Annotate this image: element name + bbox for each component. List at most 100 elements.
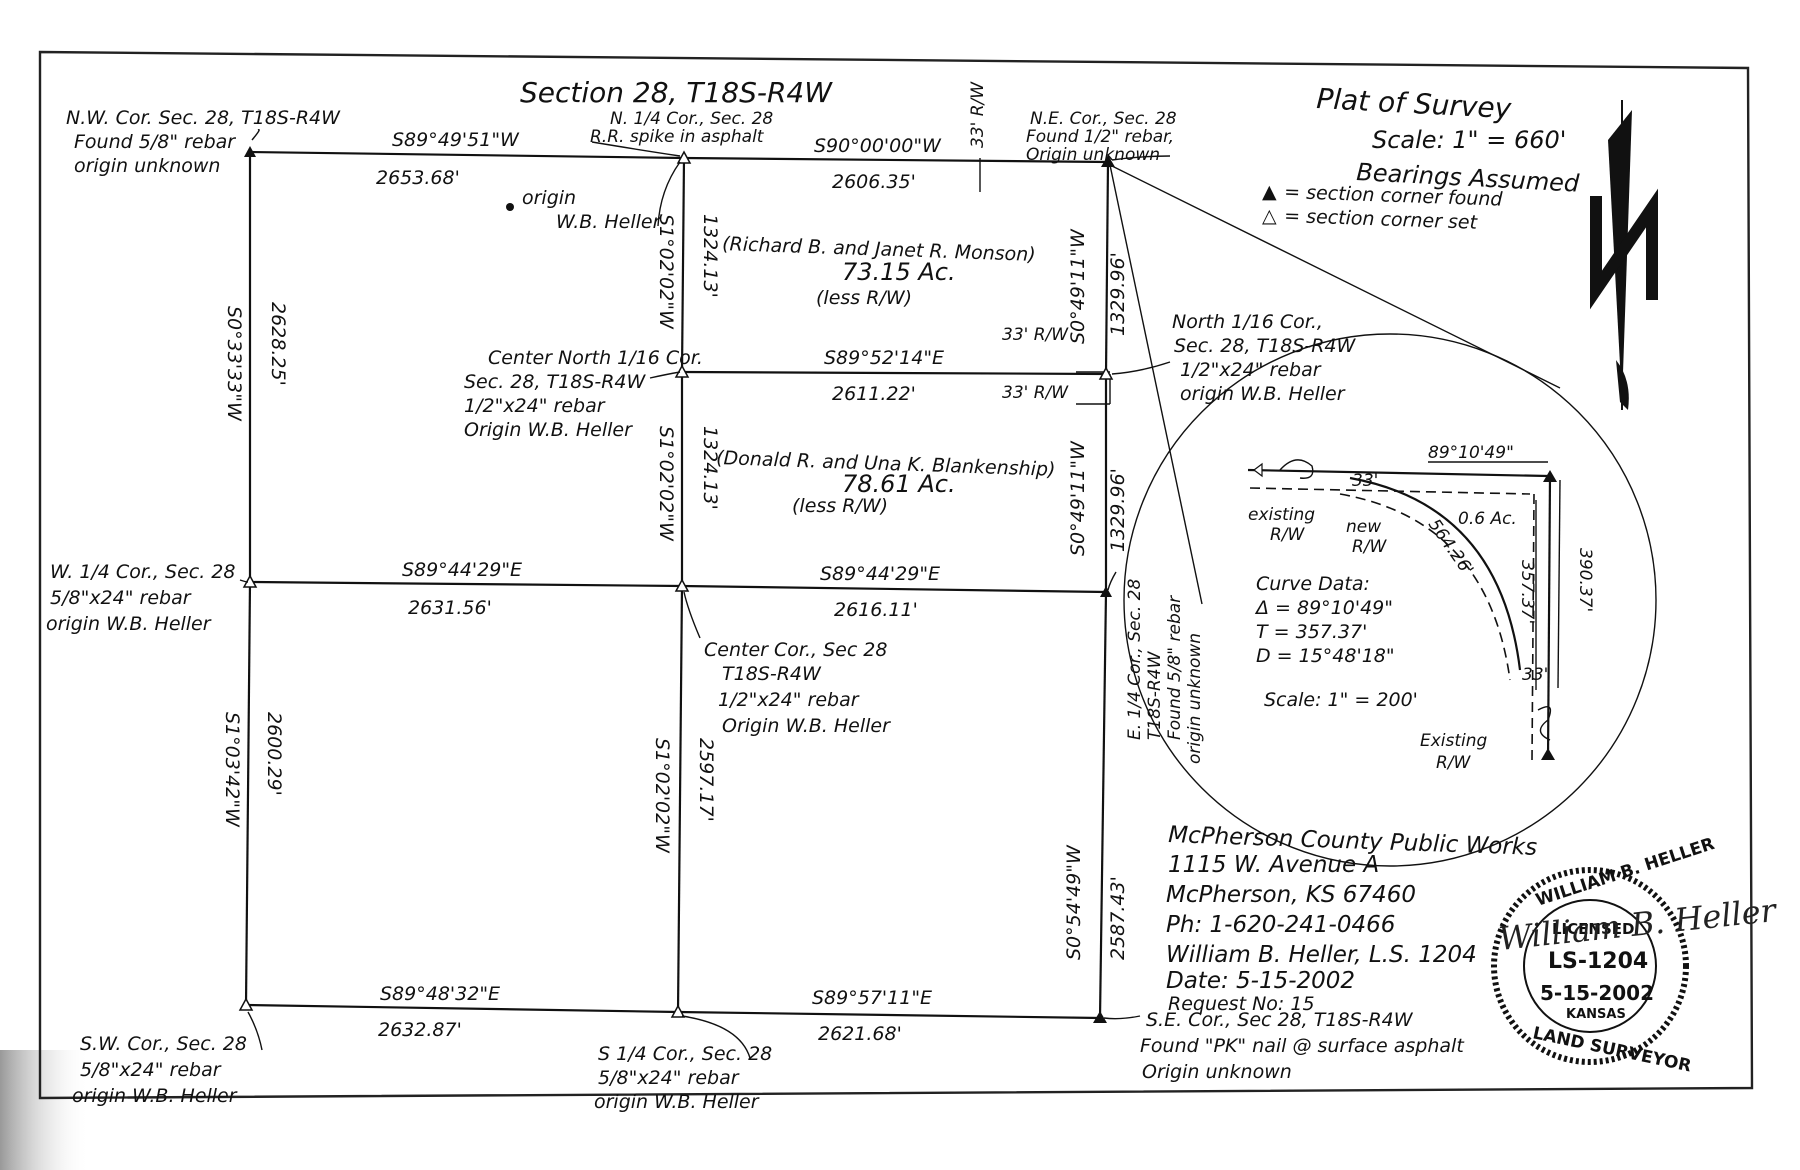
west-n-bearing: S0°33'33"W [223, 306, 245, 422]
w-quarter-label-3: origin W.B. Heller [46, 613, 212, 635]
center-leader [683, 591, 701, 639]
nw-corner-found-marker [244, 146, 256, 157]
west-n-dist: 2628.25' [267, 302, 289, 386]
center-line-south [676, 585, 684, 1013]
e-quarter-leader [1107, 571, 1117, 591]
row-label-mid-1: 33' R/W [1002, 325, 1069, 345]
east-line-north-1 [1104, 161, 1110, 375]
legend-found-symbol: ▲ [1262, 181, 1277, 203]
center-corner-label-4: Origin W.B. Heller [722, 715, 891, 737]
detail-existing-row-bottom-1: Existing [1420, 731, 1488, 751]
n-quarter-leader [591, 141, 681, 157]
w-quarter-label-1: W. 1/4 Cor., Sec. 28 [50, 561, 235, 583]
mid-s-bearing: S1°02'02"W [651, 738, 673, 854]
detail-existing-row-bottom-2: R/W [1436, 753, 1472, 773]
se-corner-label-3: Origin unknown [1142, 1061, 1292, 1083]
origin-note-2: W.B. Heller [556, 211, 662, 233]
line-labels-vertical: S0°33'33"W 2628.25' S1°03'42"W 2600.29' … [221, 214, 1129, 960]
east-n2-dist: 1329.96' [1107, 468, 1129, 552]
se-corner-label-1: S.E. Cor., Sec 28, T18S-R4W [1146, 1009, 1414, 1031]
north-16-corner-set-marker [1098, 366, 1114, 380]
w-quarter-leader [239, 579, 249, 583]
origin-dot-icon [506, 203, 514, 211]
legend-set-symbol: △ [1262, 205, 1277, 227]
center-corner-label-2: T18S-R4W [722, 663, 822, 685]
curve-data-t: T = 357.37' [1256, 621, 1367, 643]
curve-detail: 89°10'49" 33' 33' existing R/W new R/W 0… [1123, 333, 1657, 867]
detail-cone-lower [1109, 164, 1203, 605]
detail-row-curl [1279, 459, 1314, 479]
ne-leader [1111, 155, 1171, 161]
detail-scale: Scale: 1" = 200' [1264, 689, 1418, 711]
south-line-west [245, 1003, 679, 1014]
sw-leader [247, 1011, 263, 1051]
e-quarter-label-4: origin unknown [1185, 633, 1205, 764]
seal-number: LS-1204 [1548, 949, 1648, 974]
west-s-dist: 2600.29' [263, 712, 285, 796]
detail-circle [1123, 333, 1657, 867]
ne-corner-found-marker [1101, 155, 1115, 167]
east-s-dist: 2587.43' [1107, 876, 1129, 960]
center-north-16-leader [649, 371, 681, 379]
center-north-16-label-4: Origin W.B. Heller [464, 419, 633, 441]
quarter-line-west [249, 580, 683, 588]
row-labels: 33' R/W 33' R/W 33' R/W [968, 81, 1069, 403]
office-info: McPherson County Public Works 1115 W. Av… [1166, 822, 1538, 1015]
mid-e-dist: 2616.11' [834, 599, 918, 621]
detail-tangent: 357.37' [1517, 560, 1537, 624]
e-quarter-corner-found-marker [1100, 586, 1112, 597]
west-s-bearing: S1°03'42"W [221, 712, 243, 828]
row-label-mid-2: 33' R/W [1002, 383, 1069, 403]
section-lines [244, 150, 1111, 1020]
south-w-bearing: S89°48'32"E [380, 983, 500, 1005]
north-16-label-3: 1/2"x24" rebar [1180, 359, 1322, 381]
north-arrow-icon [1590, 100, 1658, 410]
s-quarter-label-3: origin W.B. Heller [594, 1091, 760, 1113]
seal-state: KANSAS [1566, 1007, 1626, 1022]
center-line-north-1 [680, 157, 686, 373]
detail-set-marker [1253, 462, 1263, 478]
section-title: Section 28, T18S-R4W [520, 76, 833, 109]
sheet-border [38, 50, 1754, 1100]
office-line-7: Request No: 15 [1168, 993, 1315, 1015]
detail-area: 0.6 Ac. [1458, 509, 1517, 529]
e-quarter-label-1: E. 1/4 Cor., Sec. 28 [1125, 579, 1145, 740]
north-e-dist: 2606.35' [832, 171, 916, 193]
plat-title: Plat of Survey [1316, 82, 1513, 125]
nw-corner-label-1: N.W. Cor. Sec. 28, T18S-R4W [66, 107, 341, 129]
detail-existing-row-2: R/W [1270, 525, 1306, 545]
tract-2-area: 78.61 Ac. [842, 470, 956, 498]
n-quarter-label-2: R.R. spike in asphalt [590, 127, 765, 147]
se-corner-label-2: Found "PK" nail @ surface asphalt [1140, 1035, 1465, 1057]
se-leader [1103, 1015, 1141, 1020]
s-quarter-leader [681, 1015, 751, 1059]
north-w-bearing: S89°49'51"W [392, 129, 520, 151]
legend: ▲ = section corner found △ = section cor… [1262, 181, 1504, 234]
ne-corner-label-3: Origin unknown [1026, 145, 1160, 165]
south-w-dist: 2632.87' [378, 1019, 462, 1041]
mid-e-bearing: S89°44'29"E [820, 563, 940, 585]
nw-corner-label-3: origin unknown [74, 155, 220, 177]
curve-data-delta: Δ = 89°10'49" [1254, 597, 1393, 619]
plat-scale: Scale: 1" = 660' [1372, 126, 1566, 154]
south-line-east [677, 1010, 1101, 1020]
seal-licensed: LICENSED [1552, 920, 1634, 938]
north-line-east [683, 156, 1109, 164]
mid-w-dist: 2631.56' [408, 597, 492, 619]
seal-role: LAND SURVEYOR [1531, 1023, 1693, 1076]
detail-new-row-line [1249, 487, 1531, 495]
detail-found-marker [1543, 470, 1557, 482]
office-line-5: William B. Heller, L.S. 1204 [1166, 942, 1477, 968]
quarter-line-east [681, 584, 1107, 594]
mid-n1-bearing: S1°02'02"W [655, 214, 677, 330]
east-n2-bearing: S0°49'11"W [1067, 440, 1089, 556]
mid-n2-dist: 1324.13' [699, 426, 721, 510]
south-e-bearing: S89°57'11"E [812, 987, 932, 1009]
detail-east-row-dashed [1531, 493, 1535, 761]
n-quarter-label-1: N. 1/4 Cor., Sec. 28 [610, 109, 773, 129]
west-line-south [244, 581, 252, 1006]
row-label-north: 33' R/W [968, 81, 988, 148]
north-line-west [249, 150, 685, 160]
ne-corner-label-2: Found 1/2" rebar, [1026, 127, 1174, 147]
